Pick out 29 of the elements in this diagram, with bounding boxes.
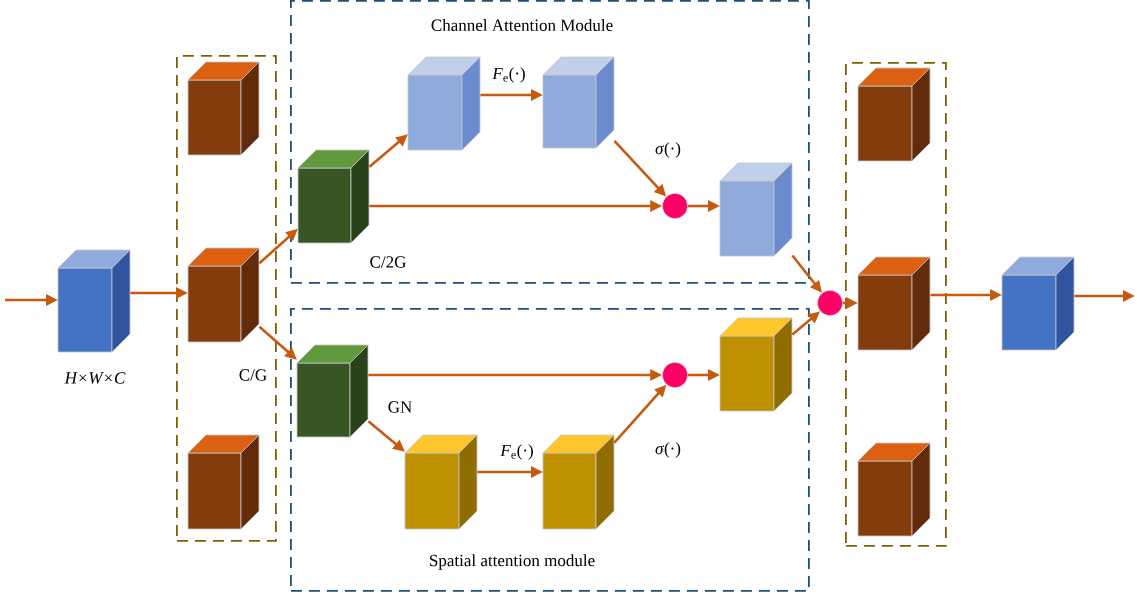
feature-cube	[187, 61, 260, 156]
fusion-dot	[662, 193, 688, 219]
feature-cube	[57, 249, 131, 353]
feature-cube	[857, 67, 931, 162]
feature-cube	[719, 317, 793, 412]
feature-cube	[857, 256, 931, 351]
node-caption: C/2G	[370, 256, 406, 268]
feature-cube	[407, 56, 481, 151]
edge-label: F$_{e}$(·)	[499, 443, 535, 461]
fusion-dot	[662, 362, 688, 388]
edge-label: C/G	[237, 368, 269, 382]
feature-cube	[857, 442, 931, 537]
feature-cube	[542, 56, 615, 149]
edge-label: GN	[386, 400, 414, 414]
node-caption: H×W×C	[64, 372, 126, 384]
fusion-dot	[817, 290, 843, 316]
feature-cube	[297, 149, 370, 244]
edge-label: F$_{e}$(·)	[491, 66, 527, 84]
feature-cube	[187, 247, 260, 343]
feature-cube	[296, 344, 369, 438]
feature-cube	[404, 434, 478, 530]
edge-label: σ(·)	[654, 441, 682, 459]
dashed-group-box	[176, 55, 277, 542]
edge-label: σ(·)	[654, 141, 682, 159]
feature-cube	[187, 434, 260, 530]
dashed-group-box	[845, 62, 947, 547]
feature-cube	[719, 162, 793, 257]
feature-cube	[1001, 256, 1075, 351]
feature-cube	[542, 434, 615, 530]
